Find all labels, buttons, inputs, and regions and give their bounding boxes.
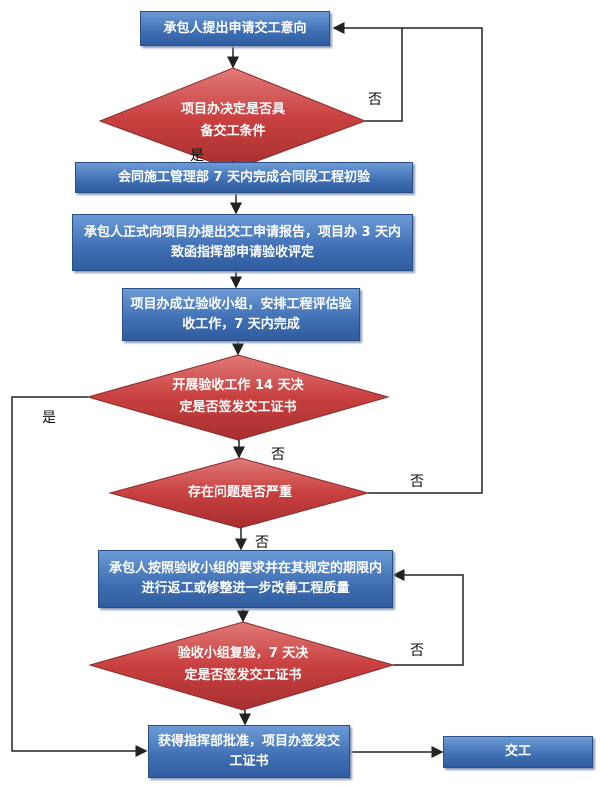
- loop-d3-no: [368, 27, 483, 494]
- label-d2-no: 否: [271, 447, 285, 463]
- decision-2-text: 开展验收工作 14 天决 定是否签发交工证书: [172, 378, 304, 415]
- decision-1-text: 项目办决定是否具 备交工条件: [180, 102, 285, 139]
- label-d2-yes: 是: [42, 410, 56, 426]
- loop-d4-no: [392, 569, 464, 666]
- label-d4-no: 否: [410, 643, 424, 659]
- label-d3-no-down: 否: [255, 535, 269, 551]
- decision-diamond-4: [88, 621, 395, 711]
- decision-4-text: 验收小组复验，7 天决 定是否签发交工证书: [177, 646, 309, 683]
- step-submit-intent: 承包人提出申请交工意向: [140, 11, 330, 46]
- step-handover: 交工: [443, 736, 593, 768]
- loop-d2-yes: [11, 396, 148, 757]
- label-d1-yes: 是: [190, 148, 204, 164]
- step-rework: 承包人按照验收小组的要求并在其规定的期限内进行返工或修整进一步改善工程质量: [98, 550, 393, 608]
- decision-diamond-2: [86, 354, 390, 441]
- step-initial-inspection: 会同施工管理部 7 天内完成合同段工程初验: [75, 162, 413, 193]
- label-d1-no: 否: [368, 92, 382, 108]
- label-d3-no-right: 否: [410, 474, 424, 490]
- step-issue-certificate: 获得指挥部批准，项目办签发交工证书: [148, 725, 350, 778]
- decision-diamond-3: [108, 457, 370, 529]
- decision-3-text: 存在问题是否严重: [187, 485, 292, 500]
- step-formal-application: 承包人正式向项目办提出交工申请报告，项目办 3 天内致函指挥部申请验收评定: [72, 214, 413, 271]
- loop-d1-no: [332, 22, 403, 122]
- step-form-team: 项目办成立验收小组，安排工程评估验收工作，7 天内完成: [122, 288, 360, 341]
